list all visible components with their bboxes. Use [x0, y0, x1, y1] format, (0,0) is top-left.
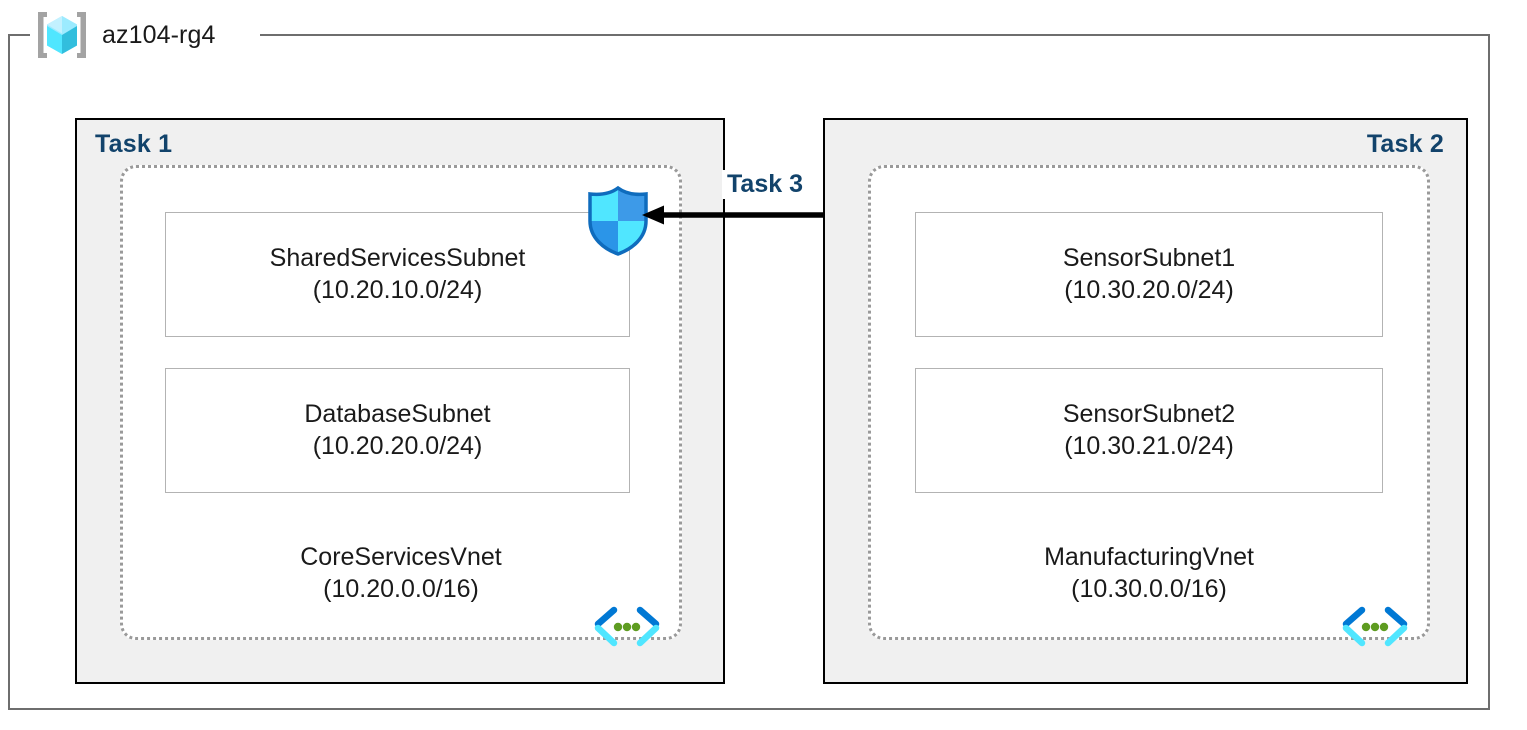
- vnet-name: ManufacturingVnet: [1044, 543, 1254, 571]
- subnet-shared-services[interactable]: SharedServicesSubnet (10.20.10.0/24): [165, 212, 630, 337]
- vnet-core-services-caption: CoreServicesVnet (10.20.0.0/16): [120, 543, 682, 604]
- subnet-name: SharedServicesSubnet: [269, 244, 526, 272]
- task-2-label: Task 2: [1366, 130, 1444, 158]
- vnet-manufacturing-caption: ManufacturingVnet (10.30.0.0/16): [868, 543, 1430, 604]
- vnet-name: CoreServicesVnet: [300, 543, 502, 571]
- subnet-name: SensorSubnet2: [1062, 400, 1236, 428]
- subnet-name: DatabaseSubnet: [304, 400, 491, 428]
- subnet-sensor-2[interactable]: SensorSubnet2 (10.30.21.0/24): [915, 368, 1383, 493]
- subnet-database[interactable]: DatabaseSubnet (10.20.20.0/24): [165, 368, 630, 493]
- virtual-network-icon: [1340, 606, 1410, 648]
- resource-group-boundary: [8, 34, 1490, 710]
- subnet-cidr: (10.30.20.0/24): [1064, 275, 1234, 304]
- vnet-cidr: (10.20.0.0/16): [323, 574, 479, 603]
- virtual-network-icon: [592, 606, 662, 648]
- network-security-group-shield-icon: [583, 185, 653, 257]
- subnet-cidr: (10.30.21.0/24): [1064, 431, 1234, 460]
- vnet-cidr: (10.30.0.0/16): [1071, 574, 1227, 603]
- task-3-label: Task 3: [722, 170, 808, 199]
- resource-group-name: az104-rg4: [102, 20, 216, 49]
- subnet-name: SensorSubnet1: [1062, 244, 1236, 272]
- subnet-cidr: (10.20.10.0/24): [312, 275, 483, 304]
- resource-group-title: az104-rg4: [34, 8, 215, 62]
- subnet-sensor-1[interactable]: SensorSubnet1 (10.30.20.0/24): [915, 212, 1383, 337]
- subnet-cidr: (10.20.20.0/24): [312, 431, 483, 460]
- resource-group-cube-icon: [34, 9, 90, 61]
- task-1-label: Task 1: [95, 130, 173, 158]
